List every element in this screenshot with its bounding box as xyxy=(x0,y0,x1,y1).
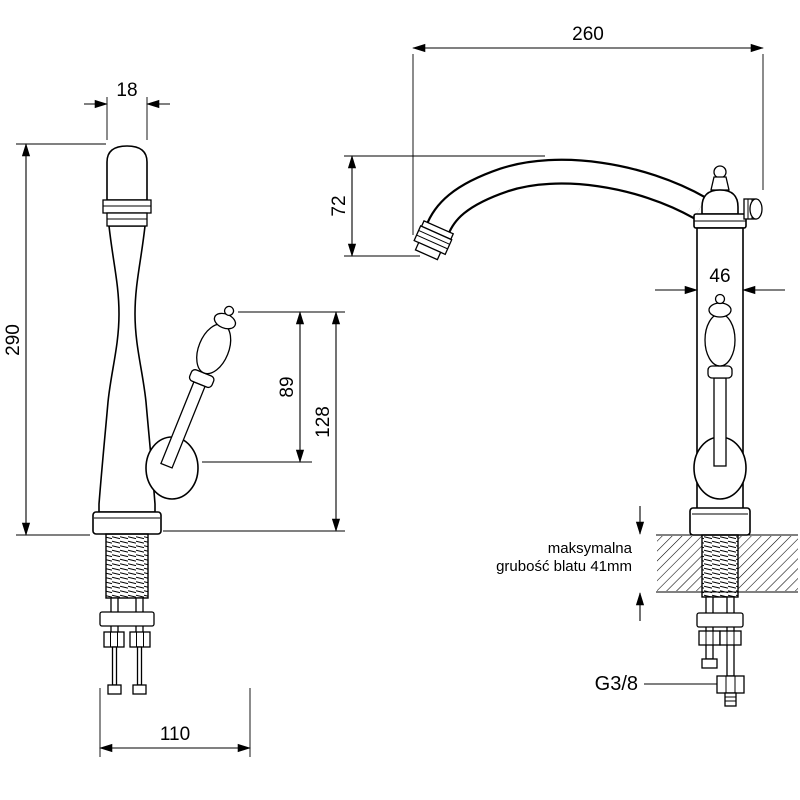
side-spout xyxy=(424,158,707,237)
side-handle-grip xyxy=(704,313,736,367)
side-threaded-stem xyxy=(701,534,739,598)
side-top-assembly xyxy=(693,165,763,229)
side-mount-nut-right xyxy=(719,630,742,646)
side-top-dome xyxy=(701,189,739,215)
dim-46-label: 46 xyxy=(709,266,730,287)
side-connection-hex xyxy=(716,675,745,694)
front-rod-foot-right xyxy=(132,684,147,695)
side-mount-nut-left xyxy=(698,630,721,646)
dim-18-label: 18 xyxy=(116,80,137,101)
dim-72-label: 72 xyxy=(329,195,350,216)
front-mount-nut-left xyxy=(103,631,125,648)
front-threaded-stem xyxy=(105,533,149,599)
front-handle xyxy=(160,305,237,469)
side-base-plate xyxy=(689,507,751,536)
side-spout-outlet xyxy=(413,219,455,261)
dimension-base-depth: 110 xyxy=(99,688,251,757)
front-mount-bracket xyxy=(99,611,155,627)
dim-89-label: 89 xyxy=(277,376,298,397)
thread-size-callout: G3/8 xyxy=(595,673,717,695)
dimension-handle-pivot-height: 89 xyxy=(202,311,312,463)
front-rod-foot-left xyxy=(107,684,122,695)
side-handle xyxy=(693,293,747,500)
dim-128-label: 128 xyxy=(313,406,334,438)
front-base-plate xyxy=(92,511,162,535)
dimension-spout-reach: 260 xyxy=(412,24,764,235)
dimension-body-width: 46 xyxy=(655,266,785,295)
countertop-hatch-left xyxy=(657,536,702,591)
side-view: 260 72 46 maksymalna grubość blatu 41mm … xyxy=(329,24,798,707)
dimension-spout-width: 18 xyxy=(84,80,170,140)
side-handle-button xyxy=(714,293,726,305)
side-rod-foot-left xyxy=(701,658,718,669)
dimension-spout-drop: 72 xyxy=(329,155,545,257)
dimension-handle-top-height: 128 xyxy=(163,311,345,532)
side-handle-ring xyxy=(707,365,733,379)
front-mount-nut-right xyxy=(129,631,151,648)
side-finial-stem xyxy=(710,176,730,191)
front-handle-button xyxy=(223,305,235,317)
side-mount-bracket xyxy=(696,612,744,628)
dim-260-label: 260 xyxy=(572,24,604,45)
side-mount-rod-left xyxy=(705,596,714,660)
dimension-total-height: 290 xyxy=(3,143,106,536)
side-handle-cap xyxy=(708,302,732,318)
front-rod-tip-left xyxy=(111,646,118,686)
countertop-thickness-note: maksymalna grubość blatu 41mm xyxy=(496,506,645,621)
dim-290-label: 290 xyxy=(3,324,24,356)
dim-110-label: 110 xyxy=(160,724,190,745)
side-spout-nut-cap xyxy=(749,198,763,220)
countertop-note-line1: maksymalna xyxy=(548,540,633,557)
countertop-hatch-right xyxy=(738,536,798,591)
thread-size-label: G3/8 xyxy=(595,673,638,695)
countertop-note-line2: grubość blatu 41mm xyxy=(496,558,632,575)
countertop-section xyxy=(656,534,798,593)
side-handle-stem xyxy=(713,377,727,467)
front-view: 18 290 89 128 110 xyxy=(3,80,345,757)
side-connection-tip xyxy=(724,692,737,707)
front-rod-tip-right xyxy=(136,646,143,686)
front-spout-top-dome xyxy=(106,145,148,201)
side-finial-ball xyxy=(713,165,727,179)
